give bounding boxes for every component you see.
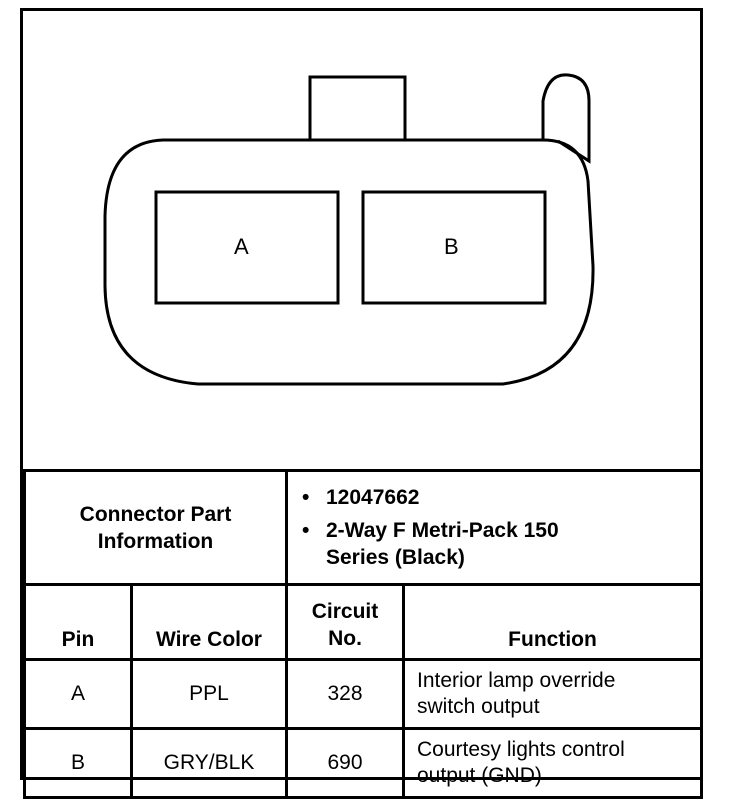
column-header-row: Pin Wire Color Circuit No. Function — [23, 583, 703, 661]
housing-outline — [103, 138, 595, 386]
connector-diagram-frame: A B Connector Part Information • 1204766… — [20, 8, 703, 799]
cavity-b-label: B — [444, 234, 459, 259]
bullet-icon: • — [302, 519, 310, 542]
header-circuit-no-text: Circuit No. — [311, 600, 379, 650]
header-function: Function — [402, 583, 703, 661]
cavity-a — [154, 190, 340, 305]
connector-info-table: Connector Part Information • 12047662 • … — [23, 469, 703, 799]
part-info-row: Connector Part Information • 12047662 • … — [23, 469, 703, 586]
pin-cell: B — [23, 727, 133, 799]
pin-cell: A — [23, 658, 133, 730]
function-cell: Courtesy lights control output (GND) — [402, 727, 703, 799]
latch-tab — [308, 75, 407, 140]
function-text: Interior lamp override switch output — [417, 669, 616, 718]
connector-type-item: • 2-Way F Metri-Pack 150 Series (Black) — [302, 517, 576, 571]
header-wire-color: Wire Color — [130, 583, 288, 661]
function-text: Courtesy lights control output (GND) — [417, 738, 625, 787]
lock-ear — [541, 73, 591, 164]
part-number: 12047662 — [326, 486, 420, 509]
connector-face-drawing: A B — [23, 11, 700, 469]
cavity-a-label: A — [234, 234, 249, 259]
part-info-details: • 12047662 • 2-Way F Metri-Pack 150 Seri… — [285, 469, 703, 586]
part-info-heading-text: Connector Part Information — [79, 502, 232, 553]
connector-outline — [103, 73, 595, 386]
wire-color-cell: PPL — [130, 658, 288, 730]
part-info-heading: Connector Part Information — [23, 469, 288, 586]
table-row: B GRY/BLK 690 Courtesy lights control ou… — [23, 727, 703, 799]
header-circuit-no: Circuit No. — [285, 583, 405, 661]
part-number-item: • 12047662 — [302, 484, 700, 511]
function-cell: Interior lamp override switch output — [402, 658, 703, 730]
bullet-icon: • — [302, 486, 310, 509]
circuit-cell: 328 — [285, 658, 405, 730]
table-row: A PPL 328 Interior lamp override switch … — [23, 658, 703, 730]
wire-color-cell: GRY/BLK — [130, 727, 288, 799]
connector-type: 2-Way F Metri-Pack 150 Series (Black) — [326, 519, 559, 569]
circuit-cell: 690 — [285, 727, 405, 799]
cavity-b — [361, 190, 547, 305]
header-pin: Pin — [23, 583, 133, 661]
